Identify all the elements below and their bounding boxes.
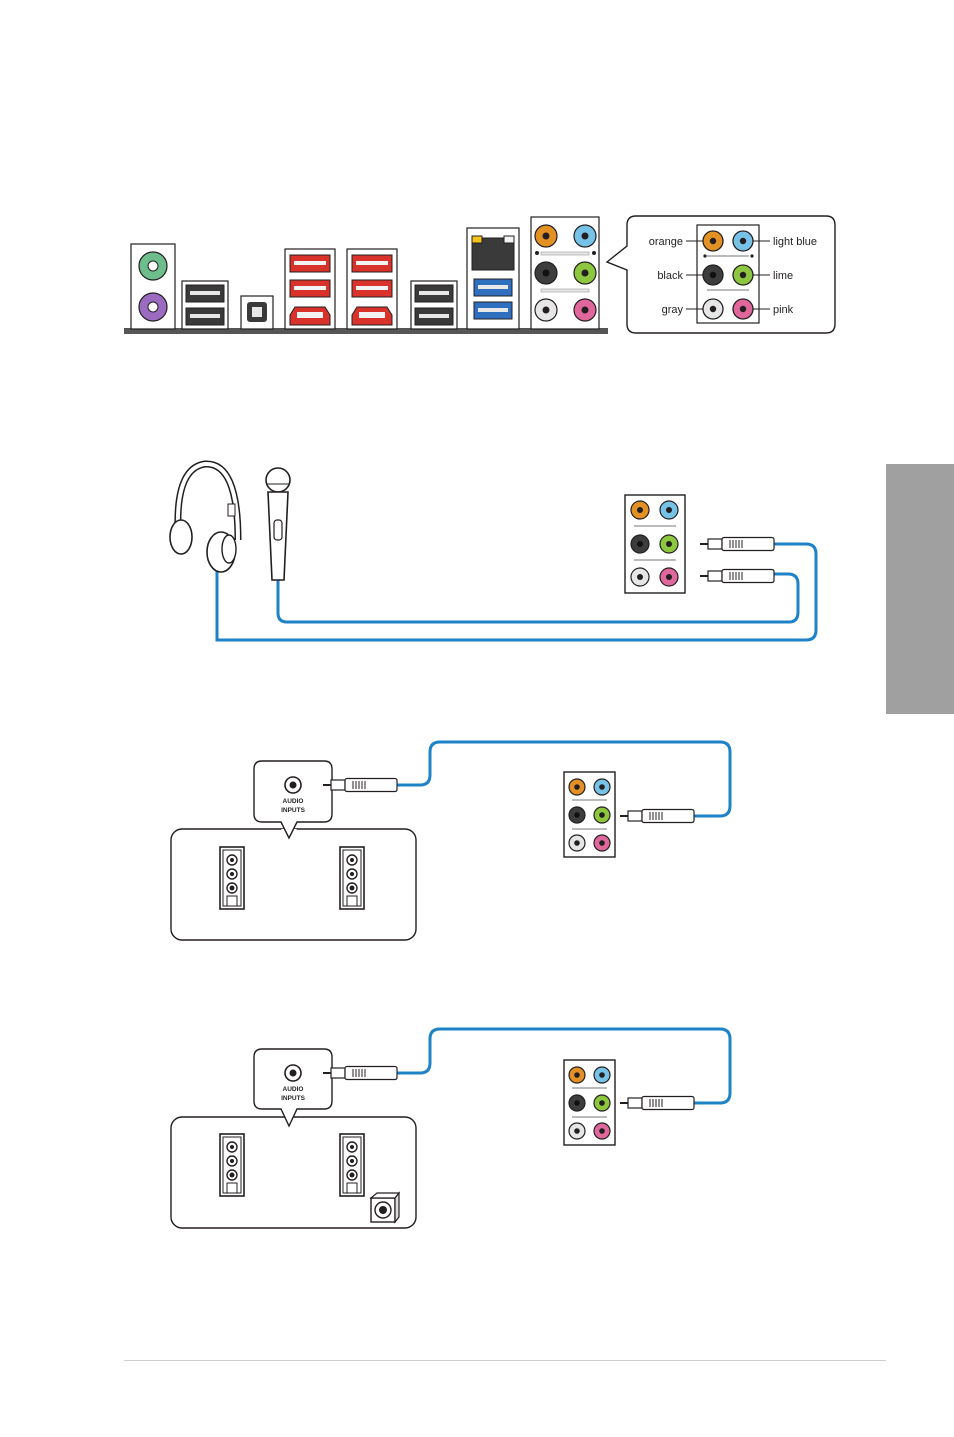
stereo-audio-input-box: AUDIO INPUTS — [254, 761, 332, 838]
audio-port-legend-callout: orange light blue black lime gray pink — [607, 216, 835, 333]
rear-io-panel — [124, 217, 608, 334]
optical-spdif-port — [241, 296, 273, 329]
right-speaker-icon — [340, 847, 364, 909]
audio-input-label-line1-2: AUDIO — [283, 1086, 304, 1093]
speakers-subwoofer-connection: AUDIO INPUTS — [171, 1029, 730, 1228]
legend-label-orange: orange — [649, 236, 683, 248]
usb2-ports-1 — [182, 281, 228, 329]
lan-usb3-stack — [467, 228, 519, 329]
subwoofer-setup-cable — [396, 1029, 730, 1103]
stereo-cable — [396, 742, 730, 816]
right-speaker-icon-2 — [340, 1134, 364, 1196]
headphones-icon — [170, 464, 238, 572]
legend-label-gray: gray — [662, 304, 684, 316]
mic-plug-icon — [700, 570, 774, 583]
legend-label-light-blue: light blue — [773, 236, 817, 248]
audio-jack-panel-stereo — [564, 772, 615, 857]
subwoofer-jack-plug-icon — [620, 1097, 694, 1110]
legend-label-lime: lime — [773, 270, 793, 282]
legend-pink-jack-icon — [733, 299, 753, 319]
legend-gray-jack-icon — [703, 299, 723, 319]
subwoofer-speaker-plug-icon — [323, 1067, 397, 1080]
usb2-ports-2 — [411, 281, 457, 329]
ps2-ports — [131, 244, 175, 329]
audio-input-label-line1: AUDIO — [283, 798, 304, 805]
stereo-jack-plug-icon — [620, 810, 694, 823]
usb-esata-stack-2 — [347, 249, 397, 329]
audio-input-label-line2-2: INPUTS — [281, 1095, 306, 1102]
stereo-speakers-connection: AUDIO INPUTS — [171, 742, 730, 940]
speaker-subwoofer-enclosure — [171, 1117, 416, 1228]
microphone-icon — [266, 468, 290, 580]
stereo-speaker-plug-icon — [323, 779, 397, 792]
audio-jack-panel-hp — [625, 495, 685, 593]
stereo-speaker-enclosure — [171, 829, 416, 940]
audio-jack-cluster — [531, 217, 599, 329]
subwoofer-audio-input-box: AUDIO INPUTS — [254, 1049, 332, 1126]
usb-esata-stack-1 — [285, 249, 335, 329]
headphone-mic-connection — [170, 464, 816, 640]
legend-label-black: black — [657, 270, 683, 282]
legend-lime-jack-icon — [733, 265, 753, 285]
audio-jack-panel-subwoofer — [564, 1060, 615, 1145]
left-speaker-icon-2 — [220, 1134, 244, 1196]
audio-input-label-line2: INPUTS — [281, 807, 306, 814]
legend-lightblue-jack-icon — [733, 231, 753, 251]
legend-orange-jack-icon — [703, 231, 723, 251]
left-speaker-icon — [220, 847, 244, 909]
legend-label-pink: pink — [773, 304, 794, 316]
legend-black-jack-icon — [703, 265, 723, 285]
subwoofer-icon — [371, 1193, 399, 1222]
headphone-cable — [217, 544, 816, 640]
headphone-plug-icon — [700, 538, 774, 551]
